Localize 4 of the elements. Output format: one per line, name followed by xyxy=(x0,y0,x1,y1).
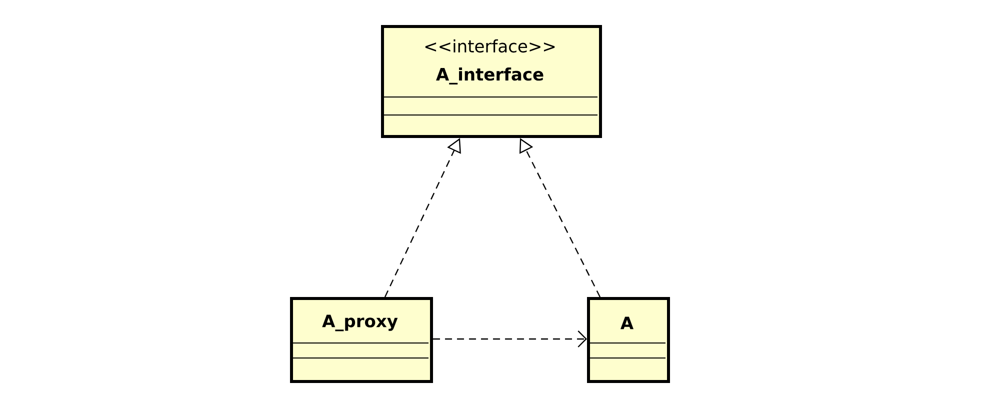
class-box: A xyxy=(587,296,670,383)
arrow xyxy=(433,330,587,348)
class-box: A_proxy xyxy=(290,296,433,383)
class-box: <<interface>> A_interface xyxy=(381,25,602,138)
